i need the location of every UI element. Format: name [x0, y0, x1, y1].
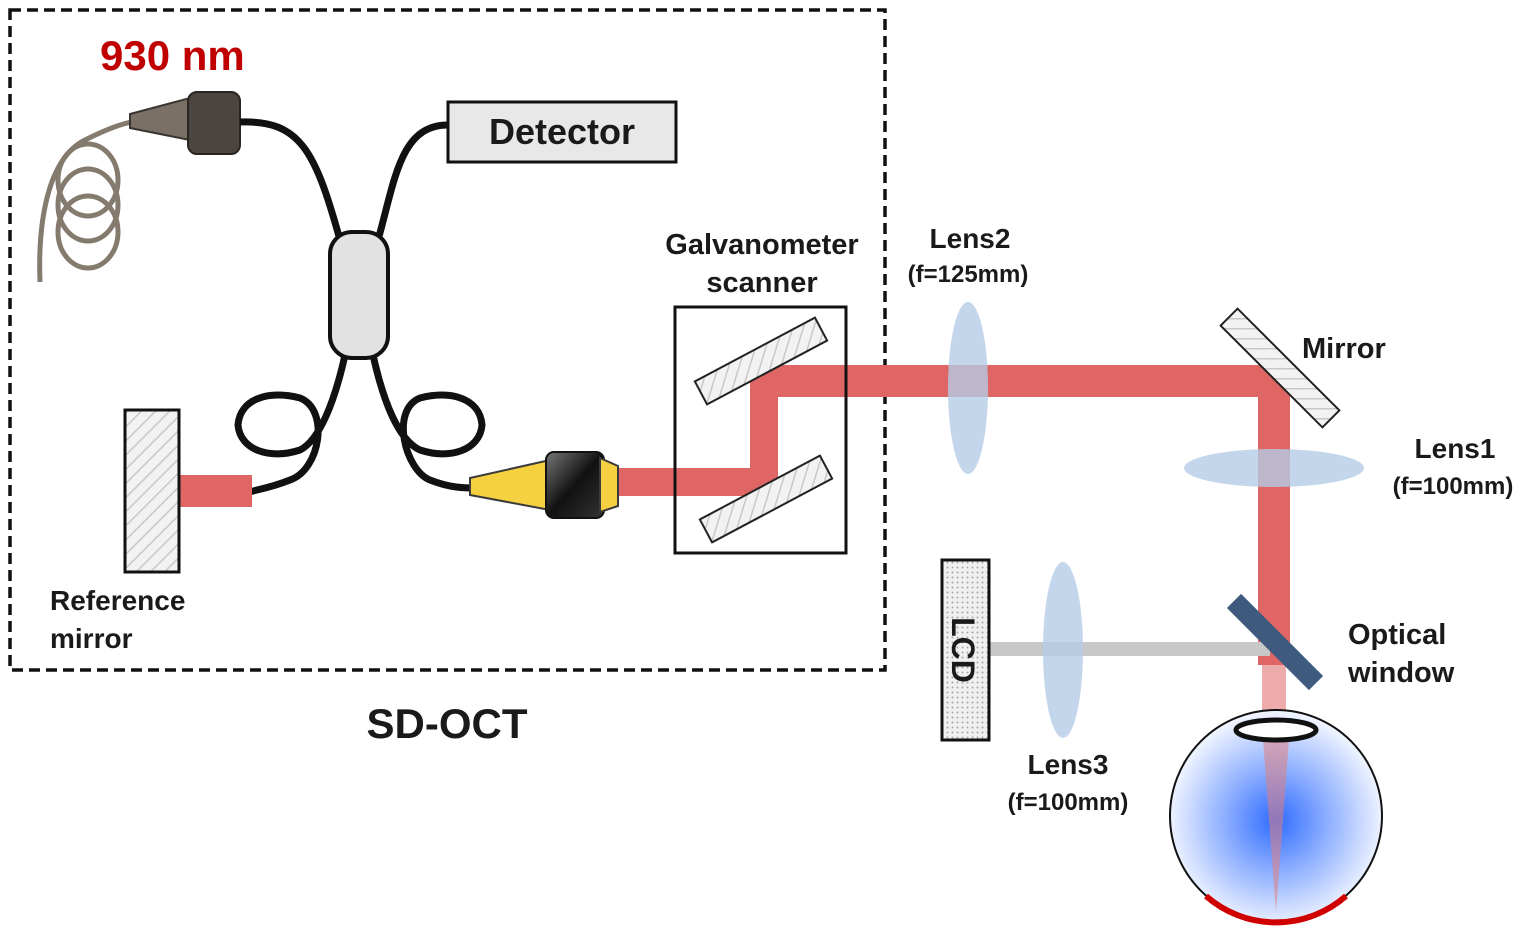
fiber-coupler-fibers	[234, 118, 486, 496]
lens1-focal: (f=100mm)	[1393, 473, 1514, 500]
lens2	[948, 302, 988, 474]
lcd-label: LCD	[945, 617, 981, 683]
fiber-coil	[37, 119, 133, 283]
galvanometer-label-line1: Galvanometer	[665, 229, 858, 261]
reference-beam	[178, 475, 252, 507]
optical-window-label-line2: window	[1347, 657, 1455, 689]
lens3	[1043, 562, 1083, 738]
fiber-coupler	[328, 230, 390, 360]
reference-mirror-label-line1: Reference	[50, 585, 185, 616]
detector-box	[446, 100, 678, 164]
lens3-focal: (f=100mm)	[1008, 789, 1129, 816]
fixation-light-path	[988, 642, 1270, 656]
reference-mirror-label-line2: mirror	[50, 623, 133, 654]
galvanometer-box	[673, 305, 848, 555]
contact-lens	[1233, 717, 1319, 743]
collimator	[469, 451, 619, 519]
lens2-focal: (f=125mm)	[908, 261, 1029, 288]
mirror-label: Mirror	[1302, 333, 1386, 365]
eye	[1169, 709, 1383, 926]
wavelength-label: 930 nm	[100, 32, 245, 79]
system-label: SD-OCT	[367, 700, 528, 747]
optical-window-label-line1: Optical	[1348, 619, 1446, 651]
galvo-mirror-2	[698, 454, 834, 544]
galvo-mirror-1	[693, 316, 829, 406]
lcd-panel	[940, 558, 991, 742]
reference-mirror	[123, 408, 181, 574]
fold-mirror	[1219, 307, 1341, 429]
lens3-name: Lens3	[1028, 749, 1109, 780]
sd-oct-enclosure	[8, 8, 887, 672]
lens1-name: Lens1	[1415, 433, 1496, 464]
lens2-name: Lens2	[930, 223, 1011, 254]
optical-window	[1226, 593, 1324, 691]
retina-arc	[1204, 893, 1348, 926]
source-connector	[129, 91, 241, 155]
galvanometer-label-line2: scanner	[706, 267, 817, 299]
detector-label: Detector	[489, 111, 635, 152]
lens1	[1184, 449, 1364, 487]
